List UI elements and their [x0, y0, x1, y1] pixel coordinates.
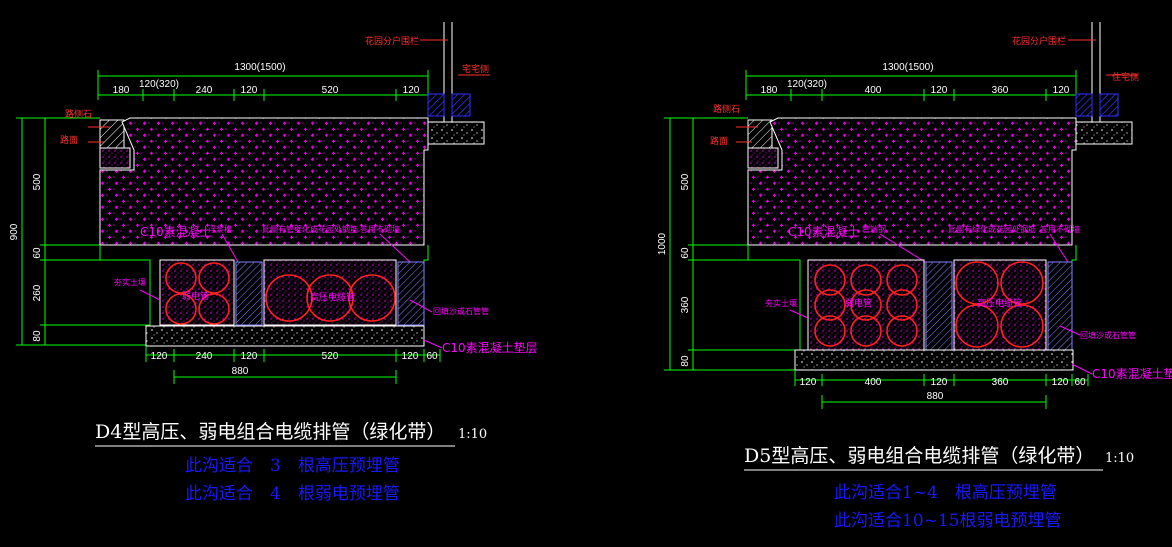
- d5-float-label: 管端钢: [862, 224, 886, 234]
- d4-bottom-total: 880: [232, 366, 249, 377]
- d5-top-dim: 400: [865, 85, 882, 96]
- drawing-d4: 1300(1500) 180 120(320) 240 120 520 120 …: [9, 22, 538, 504]
- d5-title: D5型高压、弱电组合电缆排管（绿化带）: [744, 445, 1094, 467]
- d4-fence-label: 花园分户围栏: [365, 35, 419, 47]
- d5-scale: 1:10: [1105, 451, 1134, 466]
- d4-scale: 1:10: [458, 427, 487, 442]
- d5-top-dim: 360: [992, 85, 1009, 96]
- d4-title: D4型高压、弱电组合电缆排管（绿化带）: [95, 421, 445, 443]
- d5-top-dim: 180: [761, 85, 778, 96]
- d5-bottom-dim: 120: [1052, 377, 1069, 388]
- d4-curb-label: 路侧石: [65, 108, 92, 120]
- d4-top-dim: 240: [196, 85, 213, 96]
- d5-bottom-dim: 120: [800, 377, 817, 388]
- d5-hv-pipes: [955, 261, 1044, 348]
- d5-bottom-dim: 120: [931, 377, 948, 388]
- d4-hv-pipes: [265, 274, 396, 322]
- d4-road-label: 路面: [60, 134, 78, 146]
- d4-bottom-dim: 120: [402, 351, 419, 362]
- d5-base-label: C10素混凝土垫层: [1092, 366, 1172, 381]
- d5-left-total: 1000: [657, 232, 668, 255]
- d4-left-total: 900: [9, 223, 20, 240]
- d4-soil-label: 夯实土壤: [114, 277, 146, 287]
- d5-sand-label: 回填沙或石管管: [1080, 330, 1136, 340]
- d5-pipe-note: 此侧有绿化或花园处钢筋: [948, 224, 1036, 234]
- d4-float-label: 浮浆槽: [208, 224, 232, 234]
- d4-wall-label: 宅宅侧: [462, 63, 489, 75]
- d4-bottom-dim: 240: [196, 351, 213, 362]
- d5-weak-label: 弱电管: [845, 297, 872, 309]
- d4-weak-label: 弱电管: [182, 290, 209, 302]
- d5-top-total: 1300(1500): [882, 62, 933, 73]
- d4-wall-note: 答用不砌墙: [360, 224, 400, 234]
- d4-sand-label: 回填沙或石管管: [433, 306, 489, 316]
- d4-note-2: 此沟适合 4 根弱电预埋管: [185, 484, 400, 504]
- d4-bottom-dim: 60: [426, 351, 438, 362]
- d5-left-dim: 360: [680, 296, 691, 313]
- d4-hv-label: 高压电缆管: [310, 291, 355, 303]
- d5-soil-label: 夯实土壤: [765, 298, 797, 308]
- drawing-d5: 1300(1500) 180 120(320) 400 120 360 120 …: [657, 22, 1172, 531]
- d4-note-1: 此沟适合 3 根高压预埋管: [185, 456, 400, 476]
- d5-fence-label: 花园分户围栏: [1012, 35, 1066, 47]
- d4-bottom-dim: 120: [241, 351, 258, 362]
- d4-bottom-dim: 120: [151, 351, 168, 362]
- d4-top-dim: 120: [241, 85, 258, 96]
- d5-c10-label: C10素混凝土: [788, 224, 860, 239]
- d4-top-dim: 120: [403, 85, 420, 96]
- d4-left-dim: 260: [32, 284, 43, 301]
- d5-bottom-dim: 400: [865, 377, 882, 388]
- d4-left-dim: 500: [32, 173, 43, 190]
- d5-top-dim: 120(320): [787, 79, 827, 90]
- d5-left-dim: 500: [680, 173, 691, 190]
- d4-top-dim: 520: [322, 85, 339, 96]
- d4-top-dim: 180: [113, 85, 130, 96]
- d5-road-label: 路面: [710, 135, 728, 147]
- d5-note-1: 此沟适合1~4 根高压预埋管: [834, 483, 1057, 503]
- d5-bottom-dim: 360: [992, 377, 1009, 388]
- d5-hv-label: 高压电缆管: [977, 297, 1022, 309]
- d4-pipe-note: 此侧有管壁化成花园处钢筋: [262, 224, 358, 234]
- d5-note-2: 此沟适合10~15根弱电预埋管: [834, 511, 1062, 531]
- d5-wall-label: 住宅侧: [1112, 71, 1139, 83]
- d4-top-total: 1300(1500): [234, 62, 285, 73]
- d5-top-dim: 120: [1053, 85, 1070, 96]
- d5-bottom-dim: 60: [1074, 377, 1086, 388]
- d4-c10-label: C10素混凝土: [140, 224, 212, 239]
- d5-left-dim: 60: [680, 247, 691, 259]
- d5-top-dim: 120: [931, 85, 948, 96]
- d5-curb-label: 路侧石: [713, 103, 740, 115]
- d4-bottom-dim: 520: [322, 351, 339, 362]
- d4-left-dim: 60: [32, 247, 43, 259]
- d4-base-label: C10素混凝土垫层: [442, 340, 538, 355]
- d4-top-dim: 120(320): [139, 79, 179, 90]
- d5-left-dim: 80: [680, 355, 691, 367]
- d5-bottom-total: 880: [927, 391, 944, 402]
- d5-wall-note: 答用不砌墙: [1040, 224, 1080, 234]
- d4-weak-pipes: [165, 262, 230, 325]
- d4-left-dim: 80: [32, 330, 43, 342]
- d5-weak-pipes: [814, 264, 918, 347]
